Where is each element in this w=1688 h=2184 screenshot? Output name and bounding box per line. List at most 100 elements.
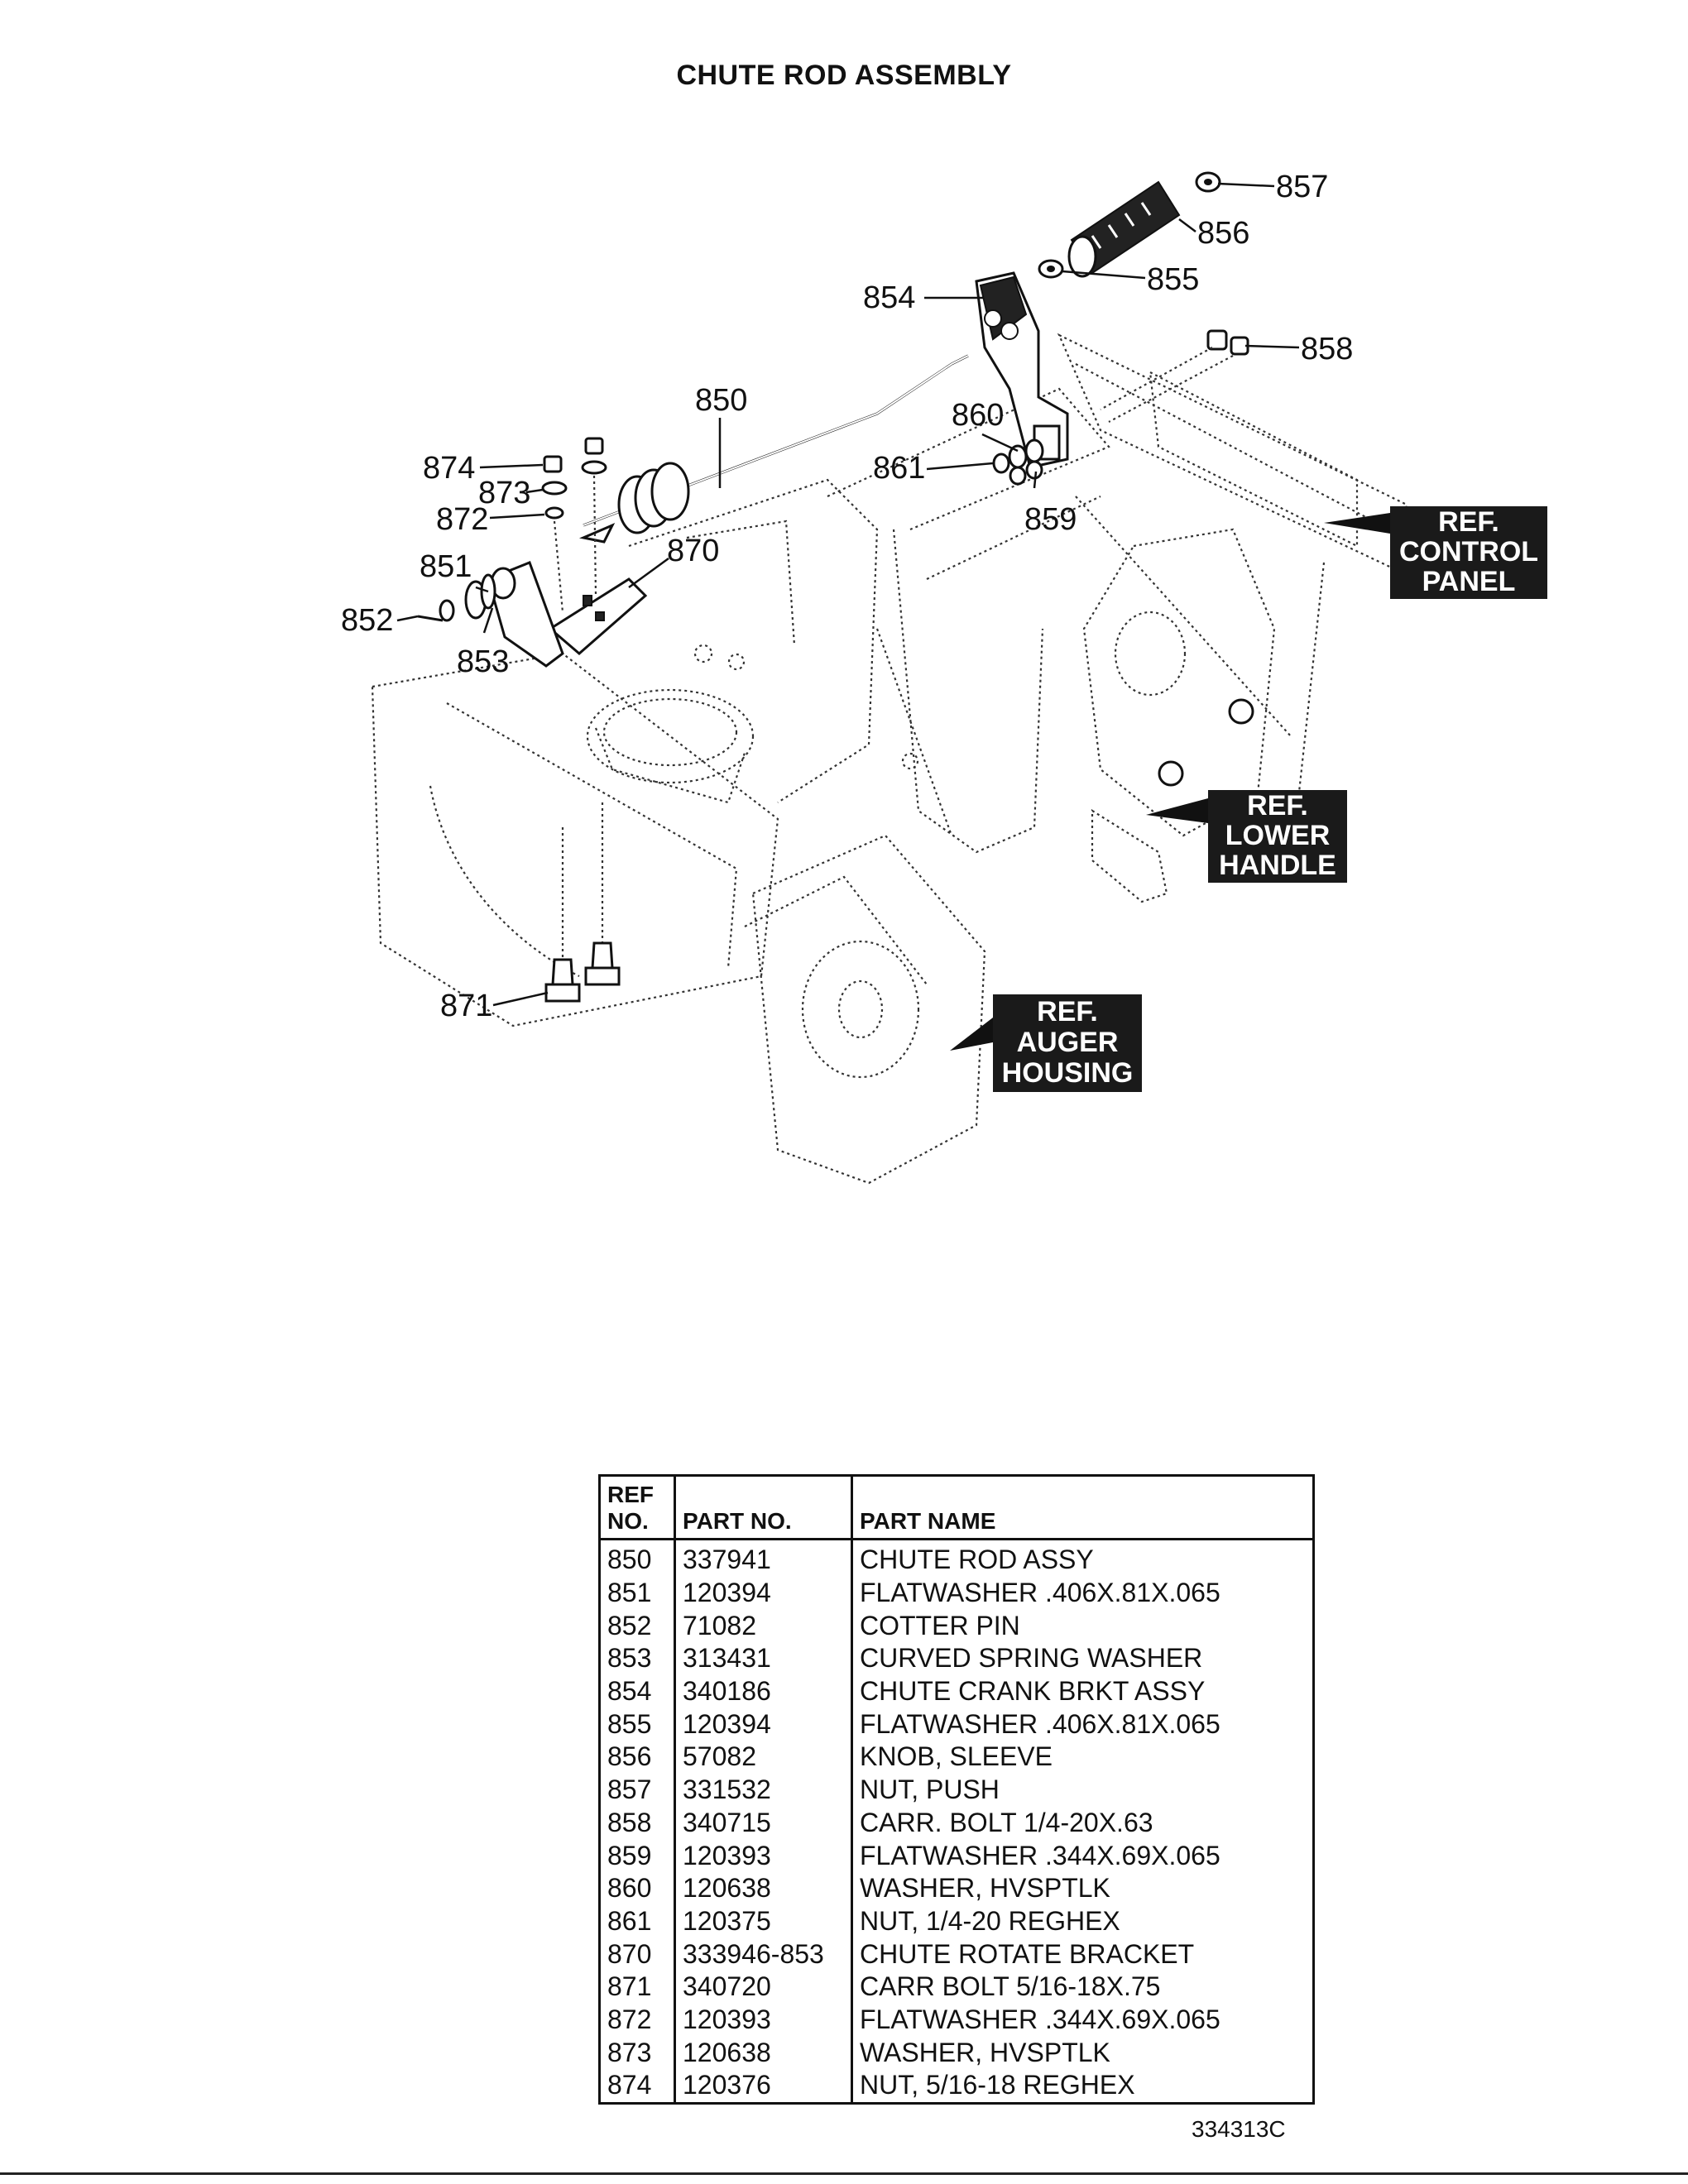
callout-859: 859 <box>1024 502 1077 537</box>
callout-852: 852 <box>341 603 393 638</box>
cell-part-name: NUT, 1/4-20 REGHEX <box>860 1905 1120 1936</box>
cell-ref-no: 870 <box>599 1937 676 1971</box>
cell-part-name: NUT, 5/16-18 REGHEX <box>860 2070 1135 2100</box>
carriage-bolt-upper <box>1100 329 1249 423</box>
cell-part-no: 120376 <box>674 2069 853 2104</box>
chute-crank-bracket <box>975 271 1069 469</box>
cell-part-name: COTTER PIN <box>860 1610 1020 1640</box>
bottom-divider <box>0 2172 1688 2175</box>
leader-lines <box>396 182 1300 1007</box>
header-ref-no: REF NO. <box>599 1475 676 1540</box>
callout-856: 856 <box>1197 216 1249 251</box>
ref-control-panel-line3: PANEL <box>1422 566 1516 597</box>
cell-part-no: 120638 <box>674 1871 853 1905</box>
cell-ref-no: 855 <box>599 1707 676 1741</box>
cell-ref-no: 860 <box>599 1871 676 1905</box>
cell-part-name: CHUTE ROTATE BRACKET <box>860 1938 1195 1969</box>
page-title: CHUTE ROD ASSEMBLY <box>676 60 1012 91</box>
cell-ref-no: 851 <box>599 1576 676 1610</box>
chute-rotate-bracket <box>548 577 648 655</box>
cell-part-name: CHUTE ROD ASSY <box>860 1545 1094 1575</box>
cell-ref-no: 854 <box>599 1674 676 1708</box>
cell-part-name: FLATWASHER .406X.81X.065 <box>860 1708 1220 1739</box>
cell-ref-no: 856 <box>599 1741 676 1774</box>
header-part-name: PART NAME <box>851 1475 1314 1540</box>
cell-ref-no: 873 <box>599 2036 676 2069</box>
cell-part-no: 333946-853 <box>674 1937 853 1971</box>
chute-rod <box>578 354 969 544</box>
ref-lower-handle-line2: LOWER <box>1225 820 1331 851</box>
ref-auger-housing: REF. AUGER HOUSING <box>950 994 1142 1092</box>
ref-auger-housing-line2: AUGER <box>1017 1027 1119 1058</box>
cell-ref-no: 859 <box>599 1839 676 1872</box>
cell-part-no: 337941 <box>674 1539 853 1577</box>
cell-part-no: 340186 <box>674 1674 853 1708</box>
ref-control-panel: REF. CONTROL PANEL <box>1324 506 1547 599</box>
ref-control-panel-line2: CONTROL <box>1399 536 1538 568</box>
cell-ref-no: 871 <box>599 1970 676 2004</box>
cell-part-name: CHUTE CRANK BRKT ASSY <box>860 1676 1206 1707</box>
cell-part-no: 120375 <box>674 1904 853 1938</box>
cell-part-no: 120394 <box>674 1707 853 1741</box>
exploded-parts-diagram: 857 856 855 854 858 850 860 861 859 874 … <box>341 170 1547 1185</box>
document-number: 334313C <box>1192 2116 1286 2142</box>
cell-ref-no: 850 <box>599 1539 676 1577</box>
knob-sleeve-assembly <box>1038 171 1221 279</box>
cell-ref-no: 874 <box>599 2069 676 2104</box>
callout-labels: 857 856 855 854 858 850 860 861 859 874 … <box>341 170 1353 1023</box>
callout-870: 870 <box>667 534 719 568</box>
cell-part-name: CARR. BOLT 1/4-20X.63 <box>860 1807 1153 1837</box>
cell-part-name: NUT, PUSH <box>860 1774 1000 1805</box>
callout-860: 860 <box>952 398 1004 433</box>
ref-control-panel-line1: REF. <box>1438 506 1499 538</box>
callout-855: 855 <box>1147 262 1199 297</box>
cell-ref-no: 872 <box>599 2003 676 2037</box>
cell-ref-no: 853 <box>599 1642 676 1675</box>
cell-part-name: CARR BOLT 5/16-18X.75 <box>860 1971 1161 2002</box>
cell-part-no: 340720 <box>674 1970 853 2004</box>
cell-part-name: FLATWASHER .344X.69X.065 <box>860 1840 1220 1870</box>
cell-part-no: 120638 <box>674 2036 853 2069</box>
cell-part-no: 313431 <box>674 1642 853 1675</box>
washer-stack-left <box>417 561 564 668</box>
washer-stack-right <box>992 438 1044 486</box>
cell-part-no: 120394 <box>674 1576 853 1610</box>
ref-lower-handle: REF. LOWER HANDLE <box>1146 790 1347 883</box>
callout-854: 854 <box>863 280 915 315</box>
cell-ref-no: 861 <box>599 1904 676 1938</box>
cell-part-name: KNOB, SLEEVE <box>860 1741 1053 1772</box>
cell-part-no: 71082 <box>674 1609 853 1643</box>
callout-873: 873 <box>478 476 530 510</box>
cell-part-no: 120393 <box>674 2003 853 2037</box>
ref-auger-housing-line3: HOUSING <box>1002 1057 1134 1089</box>
cell-ref-no: 852 <box>599 1609 676 1643</box>
cell-ref-no: 858 <box>599 1806 676 1840</box>
cell-part-name: FLATWASHER .406X.81X.065 <box>860 1578 1220 1608</box>
carriage-bolt-lower <box>544 698 1254 1003</box>
cell-part-name: CURVED SPRING WASHER <box>860 1643 1203 1674</box>
header-ref-line1: REF <box>607 1482 654 1507</box>
callout-871: 871 <box>440 989 492 1023</box>
nut-washer-stack <box>541 437 607 613</box>
cell-part-name: WASHER, HVSPTLK <box>860 1873 1110 1904</box>
callout-851: 851 <box>420 549 472 584</box>
